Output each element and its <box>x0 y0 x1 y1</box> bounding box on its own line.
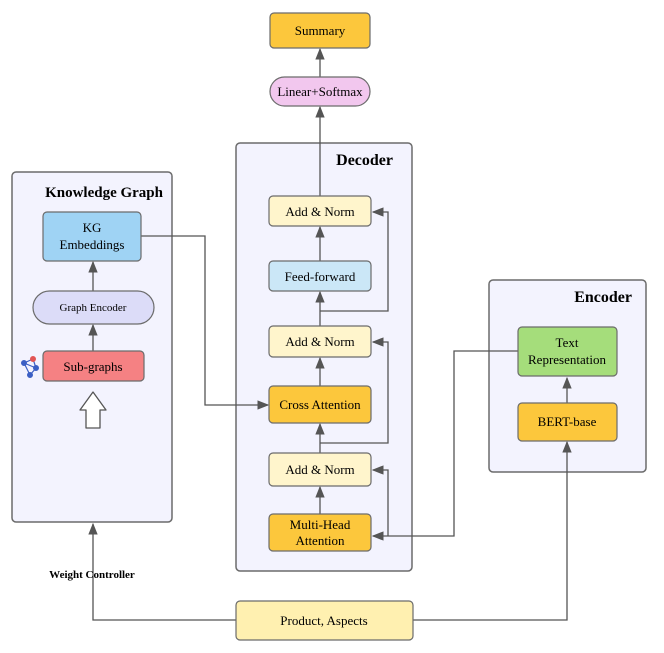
add-norm-mid-node: Add & Norm <box>268 325 372 358</box>
kg-embeddings-node: KG Embeddings <box>42 211 142 262</box>
weight-controller-label: Weight Controller <box>49 569 135 581</box>
kg-embeddings-label-2: Embeddings <box>60 237 125 252</box>
connectors <box>88 47 572 621</box>
product-aspects-node: Product, Aspects <box>235 600 414 641</box>
linear-softmax-node: Linear+Softmax <box>269 76 371 107</box>
encoder-title: Encoder <box>574 289 632 306</box>
sub-graphs-node: Sub-graphs <box>42 350 145 382</box>
input-up-arrow-icon <box>79 391 107 429</box>
summary-node: Summary <box>269 12 371 49</box>
bert-base-node: BERT-base <box>517 402 618 442</box>
add-norm-mid-label: Add & Norm <box>285 334 354 349</box>
network-graph-icon <box>21 356 39 379</box>
feed-forward-node: Feed-forward <box>268 260 372 292</box>
text-representation-node: Text Representation <box>517 326 618 377</box>
product-aspects-label: Product, Aspects <box>280 613 367 628</box>
text-representation-label-1: Text <box>556 335 579 350</box>
bert-base-label: BERT-base <box>538 414 597 429</box>
graph-encoder-label: Graph Encoder <box>60 302 127 314</box>
cross-attention-label: Cross Attention <box>279 397 361 412</box>
multi-head-attention-node: Multi-Head Attention <box>268 513 372 552</box>
add-norm-top-node: Add & Norm <box>268 195 372 227</box>
add-norm-bottom-label: Add & Norm <box>285 462 354 477</box>
graph-encoder-node: Graph Encoder <box>32 290 155 325</box>
feed-forward-label: Feed-forward <box>285 269 356 284</box>
add-norm-bottom-node: Add & Norm <box>268 452 372 487</box>
multi-head-label-1: Multi-Head <box>290 517 351 532</box>
summary-label: Summary <box>295 23 346 38</box>
cross-attention-node: Cross Attention <box>268 385 372 424</box>
multi-head-label-2: Attention <box>295 533 345 548</box>
knowledge-graph-title: Knowledge Graph <box>45 185 164 201</box>
kg-embeddings-label-1: KG <box>83 220 102 235</box>
linear-softmax-label: Linear+Softmax <box>277 84 363 99</box>
sub-graphs-label: Sub-graphs <box>63 359 122 374</box>
add-norm-top-label: Add & Norm <box>285 204 354 219</box>
text-representation-label-2: Representation <box>528 352 606 367</box>
decoder-title: Decoder <box>336 152 393 169</box>
